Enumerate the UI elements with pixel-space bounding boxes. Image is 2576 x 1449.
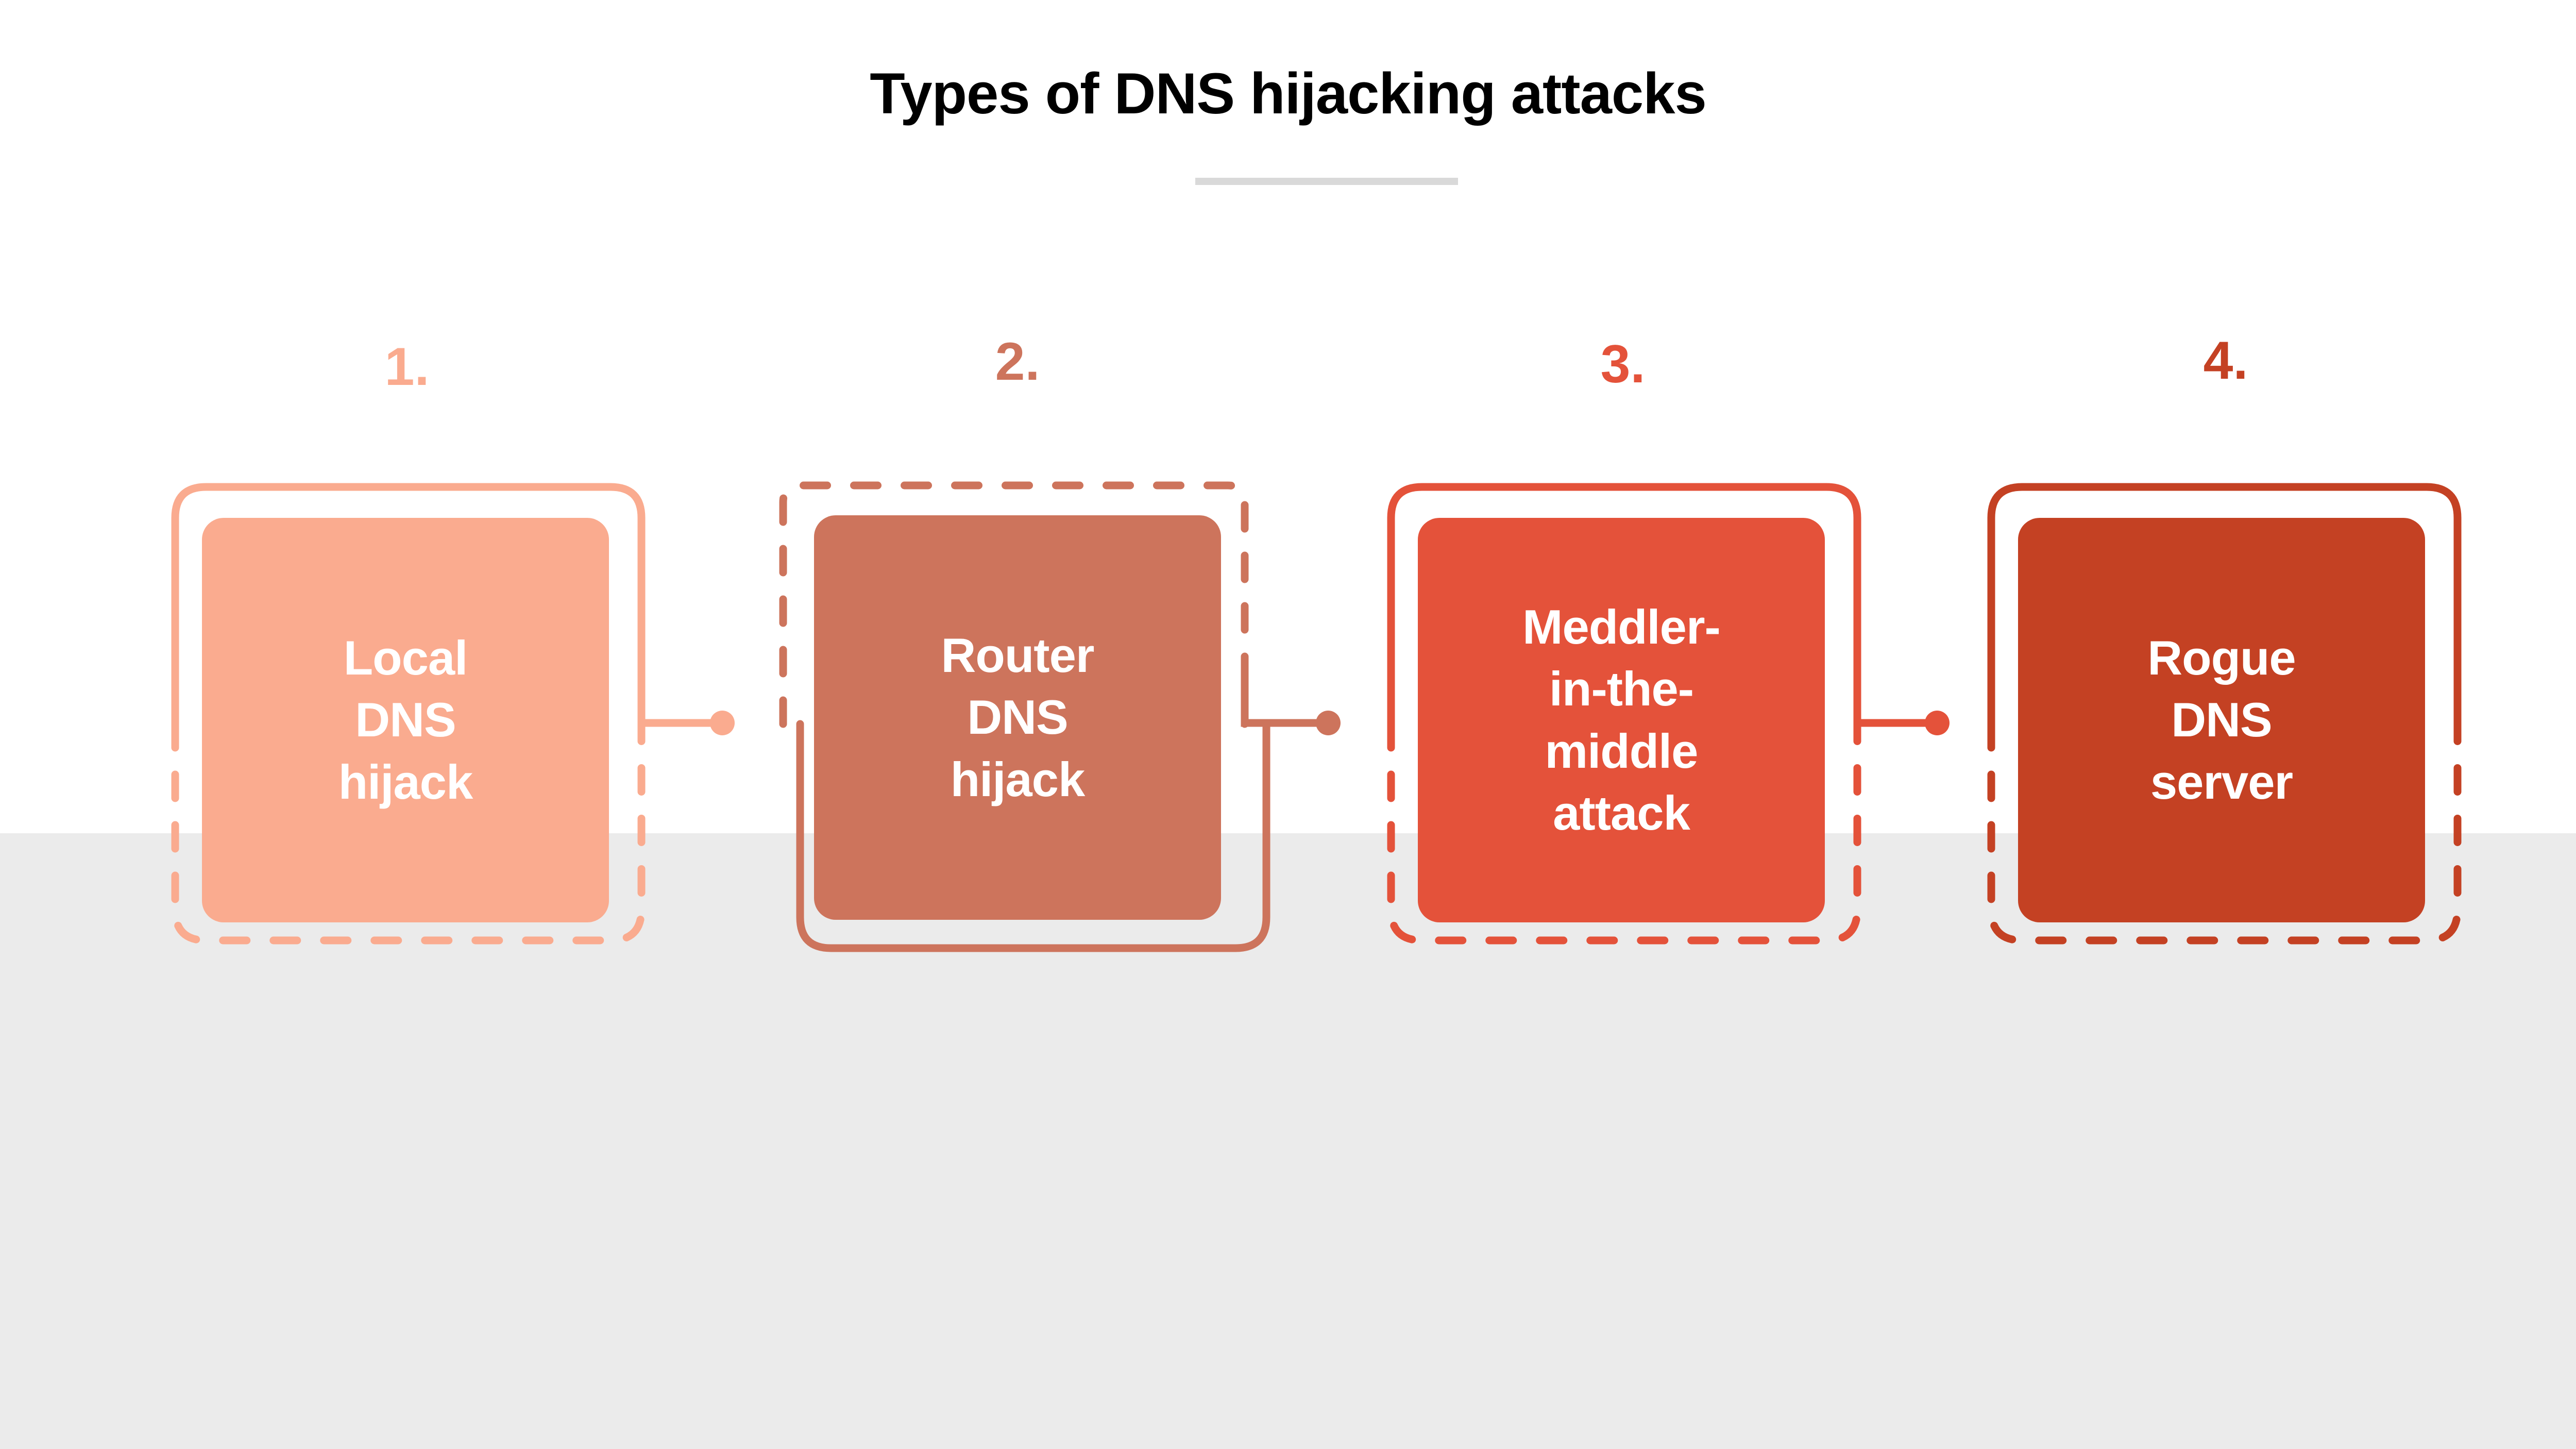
card-3-outer-border-dashed: [1387, 720, 1861, 945]
connector-1-endpoint-dot: [710, 711, 735, 735]
card-2-outer-border-solid: [796, 720, 1270, 952]
connector-2-elbow-visible: [1241, 672, 1328, 727]
step-1-label: Local DNS hijack: [338, 631, 473, 809]
connector-3-elbow: [1853, 672, 1937, 727]
connector-3-endpoint-dot: [1925, 711, 1950, 735]
card-4-fill: [2018, 518, 2425, 922]
title-underline-rule: [1195, 178, 1458, 185]
card-2-fill: [814, 515, 1221, 920]
step-3-label: Meddler- in-the- middle attack: [1522, 599, 1721, 840]
card-1-outer-border-solid: [171, 483, 646, 728]
step-2-label: Router DNS hijack: [941, 628, 1095, 806]
card-3-fill: [1418, 518, 1825, 922]
step-1-number: 1.: [384, 337, 430, 397]
page-title: Types of DNS hijacking attacks: [870, 61, 1707, 126]
card-2-outer-border-dashed: [779, 481, 1249, 728]
step-2-number: 2.: [995, 332, 1040, 392]
card-3-outer-border-solid: [1387, 483, 1861, 728]
step-4-number: 4.: [2203, 331, 2248, 391]
card-4-outer-border-dashed: [1987, 720, 2462, 945]
card-4-outer-border-solid: [1987, 483, 2462, 728]
step-3-number: 3.: [1600, 334, 1646, 394]
card-1-outer-border-dashed: [171, 720, 646, 945]
connector-1-elbow: [637, 672, 722, 727]
background-band-gray: [0, 833, 2576, 1449]
connector-2-endpoint-dot: [1316, 711, 1341, 735]
card-1-fill: [202, 518, 609, 922]
step-4-label: Rogue DNS server: [2147, 631, 2296, 809]
